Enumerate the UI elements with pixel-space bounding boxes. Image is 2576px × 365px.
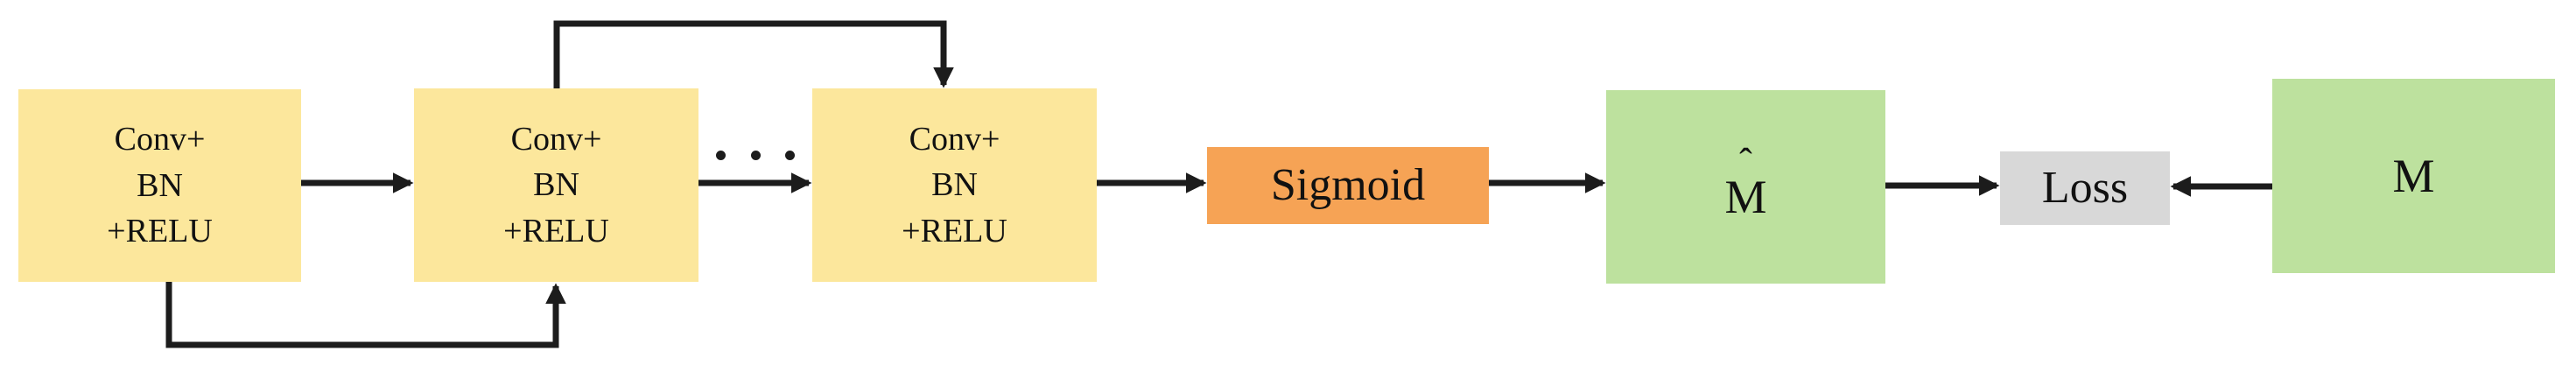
sigmoid-block: Sigmoid: [1207, 147, 1489, 224]
loss-block: Loss: [2000, 151, 2170, 225]
conv-bn-relu-block-1: Conv+ BN +RELU: [18, 89, 301, 282]
conv-bn-relu-label-1: Conv+ BN +RELU: [107, 121, 213, 250]
skip-connection-top: [553, 20, 954, 89]
ellipsis-dot: [716, 150, 726, 160]
hat-symbol: ˆ: [1739, 140, 1752, 184]
conv-bn-relu-label-2: Conv+ BN +RELU: [503, 120, 609, 249]
ellipsis-dot: [785, 150, 795, 160]
predicted-mask-block: ˆ M: [1606, 90, 1885, 284]
conv-bn-relu-label-3: Conv+ BN +RELU: [902, 120, 1007, 249]
m-label: M: [2392, 150, 2435, 202]
ellipsis-dot: [750, 150, 761, 160]
sigmoid-label: Sigmoid: [1270, 160, 1426, 210]
loss-label: Loss: [2041, 163, 2129, 213]
ellipsis-icon: [716, 150, 795, 160]
conv-bn-relu-block-3: Conv+ BN +RELU: [812, 88, 1097, 282]
conv-bn-relu-block-2: Conv+ BN +RELU: [414, 88, 698, 282]
skip-connection-bottom: [165, 282, 566, 348]
m-hat-label: ˆ M: [1724, 140, 1767, 223]
ground-truth-mask-block: M: [2272, 79, 2555, 273]
m-hat-letter: M: [1724, 170, 1767, 223]
